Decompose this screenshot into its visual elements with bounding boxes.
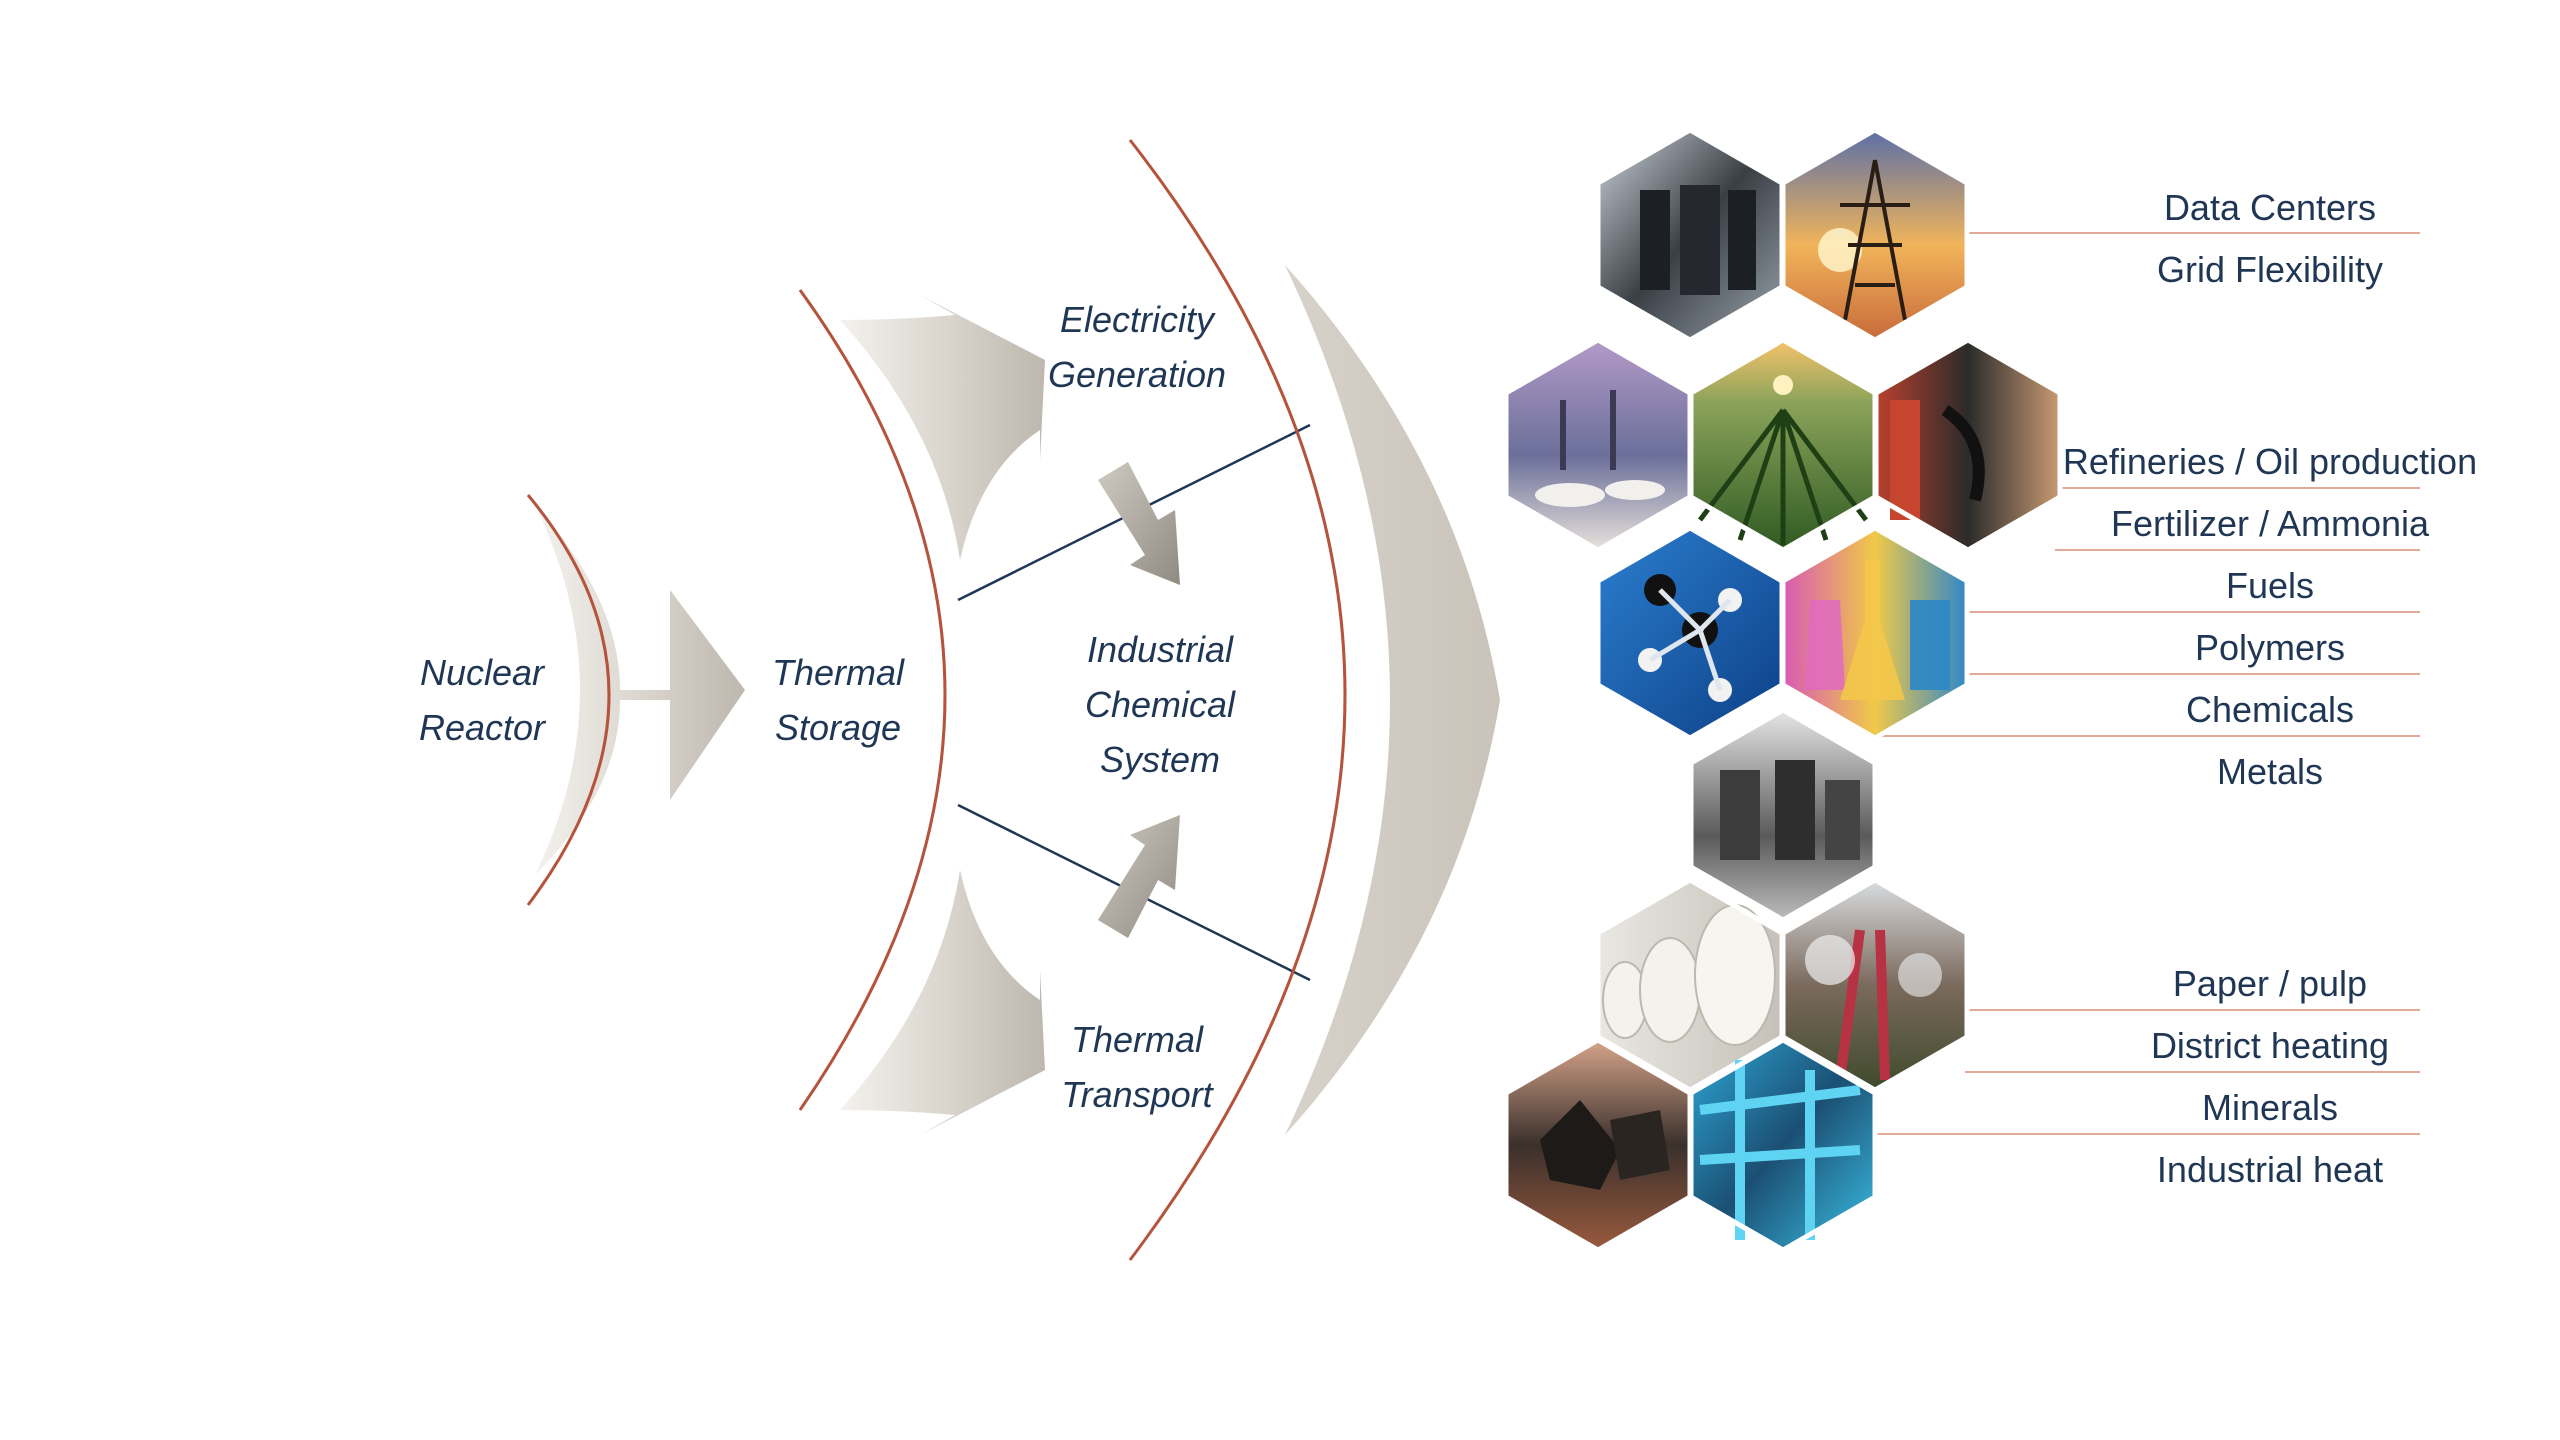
stage-reactor: Nuclear Reactor <box>419 652 547 748</box>
storage-electricity-arrow <box>840 295 1045 560</box>
industrial-pipes-image <box>1688 1037 1878 1253</box>
crop-field-image <box>1688 337 1878 553</box>
label-refineries: Refineries / Oil production <box>2063 441 2477 482</box>
electricity-to-industrial-arrow <box>1098 462 1180 585</box>
storage-transport-arrow <box>840 870 1045 1135</box>
label-industrial-heat: Industrial heat <box>2157 1149 2383 1190</box>
stage-industrial-line3: System <box>1100 739 1220 780</box>
hex-group-heat <box>1503 877 1970 1253</box>
district-heating-pipe-image <box>1780 877 1970 1093</box>
stage-electricity: Electricity Generation <box>1048 299 1226 395</box>
stage-storage: Thermal Storage <box>772 652 905 748</box>
storage-arc <box>798 289 947 1111</box>
hex-group-industry <box>1503 337 2063 923</box>
label-minerals: Minerals <box>2202 1087 2338 1128</box>
stage-electricity-line1: Electricity <box>1060 299 1216 340</box>
outer-arc <box>1128 139 1347 1261</box>
stage-electricity-line2: Generation <box>1048 354 1226 395</box>
fuel-pump-image <box>1873 337 2063 553</box>
stage-industrial: Industrial Chemical System <box>1085 629 1236 780</box>
label-data-centers: Data Centers <box>2164 187 2376 228</box>
stage-industrial-line1: Industrial <box>1087 629 1234 670</box>
lab-flasks-image <box>1780 525 1970 741</box>
stage-reactor-line2: Reactor <box>419 707 547 748</box>
stage-transport-line1: Thermal <box>1071 1019 1204 1060</box>
label-district-heating: District heating <box>2151 1025 2389 1066</box>
label-metals: Metals <box>2217 751 2323 792</box>
label-grid-flexibility: Grid Flexibility <box>2157 249 2383 290</box>
stage-storage-line1: Thermal <box>772 652 905 693</box>
hex-group-energy <box>1595 127 1970 343</box>
label-paper-pulp: Paper / pulp <box>2173 963 2367 1004</box>
power-pylon-image <box>1780 127 1970 343</box>
transport-to-industrial-arrow <box>1098 815 1180 938</box>
stage-storage-line2: Storage <box>775 707 901 748</box>
label-polymers: Polymers <box>2195 627 2345 668</box>
molecule-model-image <box>1595 525 1785 741</box>
stage-transport-line2: Transport <box>1061 1074 1214 1115</box>
label-fuels: Fuels <box>2226 565 2314 606</box>
stage-industrial-line2: Chemical <box>1085 684 1236 725</box>
applications-crescent-arrow <box>1285 265 1500 1135</box>
reactor-arc <box>526 494 611 906</box>
application-connectors <box>1875 232 2420 1135</box>
mineral-rocks-image <box>1503 1037 1693 1253</box>
paper-rolls-image <box>1595 877 1785 1093</box>
label-chemicals: Chemicals <box>2186 689 2354 730</box>
application-labels: Data Centers Grid Flexibility Refineries… <box>2063 187 2477 1190</box>
refinery-image <box>1503 337 1693 553</box>
reactor-storage-arrow <box>535 505 745 875</box>
data-center-image <box>1595 127 1785 343</box>
stage-transport: Thermal Transport <box>1061 1019 1214 1115</box>
steel-beams-image <box>1688 707 1878 923</box>
label-fertilizer: Fertilizer / Ammonia <box>2111 503 2430 544</box>
stage-reactor-line1: Nuclear <box>420 652 546 693</box>
